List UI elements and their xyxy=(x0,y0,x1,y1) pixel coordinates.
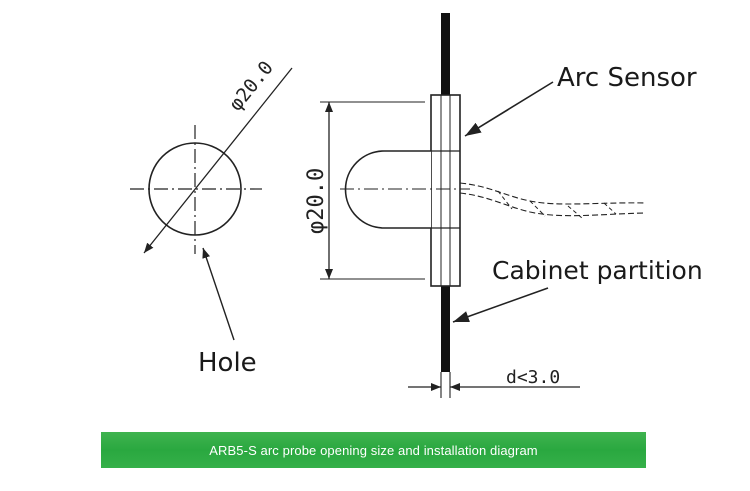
hole-diameter-label: φ20.0 xyxy=(225,57,278,115)
sensor-diameter-label: φ20.0 xyxy=(304,168,329,234)
sensor-cable-top xyxy=(459,182,646,205)
sensor-cable-bottom xyxy=(459,192,646,217)
sensor-flange xyxy=(430,94,461,287)
partition-bottom xyxy=(441,286,450,372)
sensor-figure: φ20.0 Arc Sensor Cabinet partition d<3.0 xyxy=(304,13,703,398)
hole-figure: φ20.0 Hole xyxy=(130,57,293,378)
caption-text: ARB5-S arc probe opening size and instal… xyxy=(209,442,538,458)
thickness-label: d<3.0 xyxy=(506,367,560,388)
caption-bar: ARB5-S arc probe opening size and instal… xyxy=(101,432,646,468)
arc-sensor-label: Arc Sensor xyxy=(557,63,697,93)
arc-sensor-leader xyxy=(464,81,554,137)
partition-top xyxy=(441,13,450,95)
sensor-cable-cross xyxy=(497,190,617,219)
partition-leader xyxy=(452,287,549,323)
hole-diameter-line xyxy=(143,67,293,254)
cabinet-partition-label: Cabinet partition xyxy=(492,256,703,285)
hole-label: Hole xyxy=(198,348,257,378)
hole-leader-line xyxy=(202,247,235,341)
